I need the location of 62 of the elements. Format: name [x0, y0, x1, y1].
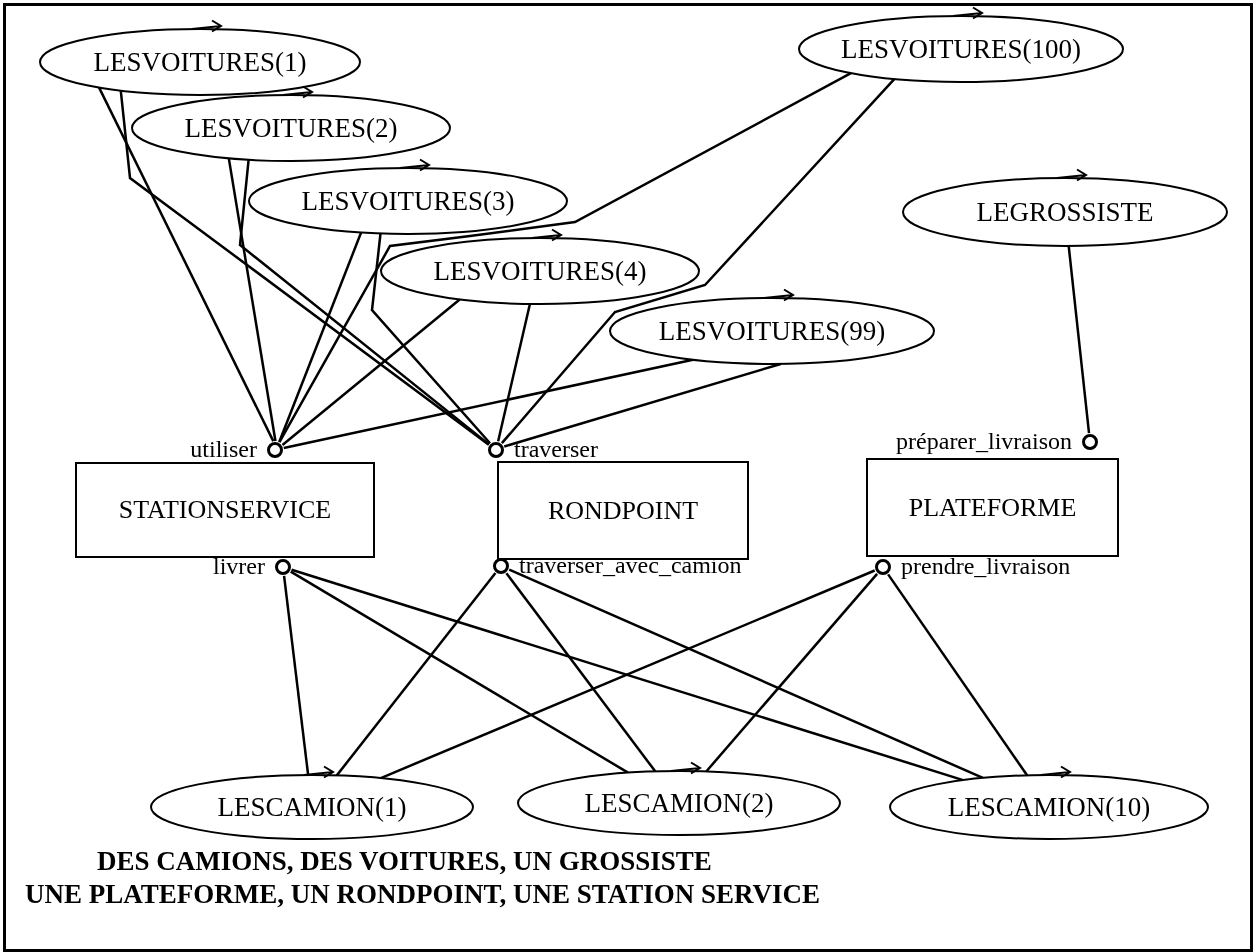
- connector-line: [119, 90, 490, 446]
- connector-line: [290, 570, 629, 774]
- connector-line: [496, 303, 532, 442]
- object-name: LESCAMION(1): [217, 793, 407, 821]
- connector-line: [887, 573, 1029, 777]
- object-ellipse: [902, 177, 1228, 247]
- object-name: LESVOITURES(1): [93, 48, 307, 76]
- object-name: LESVOITURES(100): [841, 35, 1081, 63]
- banner-text: DES CAMIONS, DES VOITURES, UN GROSSISTE: [97, 848, 712, 875]
- connector-line: [238, 159, 490, 446]
- object-name: LESVOITURES(3): [301, 187, 515, 215]
- connector-line: [278, 72, 852, 443]
- object-ellipse: [380, 237, 700, 305]
- object-name: LESVOITURES(4): [433, 257, 647, 285]
- connector-line: [282, 575, 310, 776]
- connector-line: [278, 232, 363, 443]
- operation-label: livrer: [213, 554, 265, 578]
- object-ellipse: [131, 94, 451, 162]
- connector-line: [505, 572, 657, 773]
- connector-line: [281, 298, 461, 446]
- banner-text: UNE PLATEFORME, UN RONDPOINT, UNE STATION SERVICE: [25, 881, 821, 908]
- object-ellipse: [609, 297, 935, 365]
- operation-label: prendre_livraison: [901, 554, 1071, 578]
- operation-circle: [488, 442, 504, 458]
- connector-line: [370, 233, 491, 445]
- connector-line: [503, 362, 782, 448]
- connector-line: [380, 569, 876, 780]
- object-ellipse: [150, 774, 474, 840]
- operation-circle: [875, 559, 891, 575]
- object-name: RONDPOINT: [547, 497, 699, 524]
- object-ellipse: [39, 28, 361, 96]
- object-name: STATIONSERVICE: [118, 497, 332, 523]
- object-ellipse: [889, 774, 1209, 840]
- operation-label: traverser_avec_camion: [519, 553, 742, 577]
- connector-line: [335, 572, 497, 777]
- passive-object-box: [866, 458, 1119, 557]
- connector-line: [508, 568, 984, 780]
- operation-circle: [267, 442, 283, 458]
- operation-circle: [493, 558, 509, 574]
- object-name: LESCAMION(2): [584, 789, 774, 817]
- operation-circle: [275, 559, 291, 575]
- operation-label: utiliser: [190, 437, 257, 461]
- connector-line: [705, 573, 879, 773]
- connector-line: [98, 87, 275, 442]
- connector-line: [291, 568, 964, 782]
- operation-label: préparer_livraison: [896, 429, 1072, 453]
- object-name: LEGROSSISTE: [976, 198, 1154, 226]
- object-name: LESVOITURES(99): [658, 317, 886, 345]
- object-ellipse: [517, 770, 841, 836]
- connector-line: [1067, 245, 1091, 434]
- object-name: PLATEFORME: [908, 494, 1077, 521]
- object-name: LESVOITURES(2): [184, 114, 398, 142]
- object-name: LESCAMION(10): [947, 793, 1151, 821]
- connector-line: [500, 78, 896, 444]
- object-ellipse: [798, 15, 1124, 83]
- operation-label: traverser: [514, 437, 598, 461]
- passive-object-box: [75, 462, 375, 558]
- operation-circle: [1082, 434, 1098, 450]
- object-ellipse: [248, 167, 568, 235]
- connector-line: [283, 358, 694, 450]
- passive-object-box: [497, 461, 749, 560]
- connector-line: [227, 158, 277, 442]
